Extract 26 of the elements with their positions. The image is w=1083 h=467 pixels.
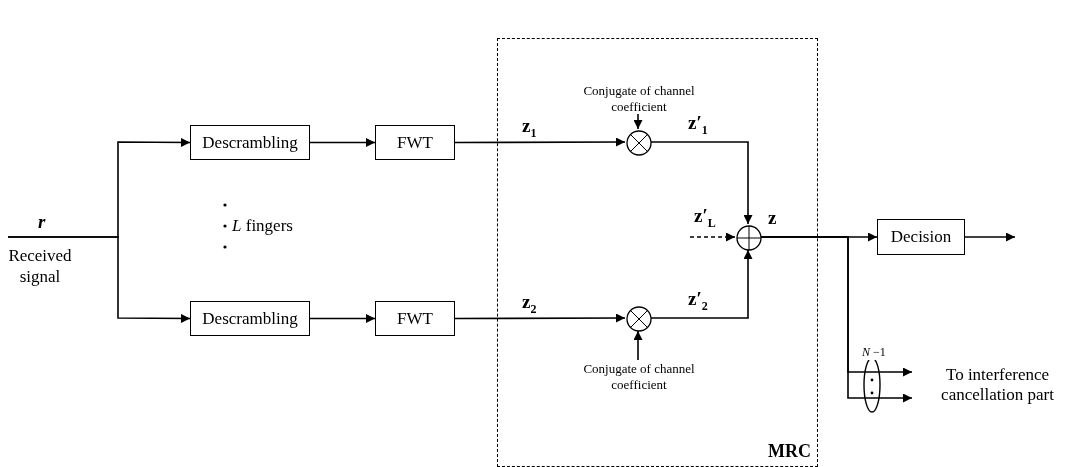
annotation-text: N −1 bbox=[862, 345, 886, 360]
edge-label: z′$_{1}$ bbox=[688, 113, 708, 136]
arrow bbox=[454, 313, 626, 323]
edge-label: z′$_{2}$ bbox=[688, 289, 708, 312]
arrow bbox=[650, 249, 753, 319]
process-box: Decision bbox=[877, 219, 965, 255]
process-box: Descrambling bbox=[190, 125, 310, 160]
annotation-text: Conjugate of channel coefficient bbox=[582, 361, 696, 393]
group-title: MRC bbox=[768, 441, 811, 462]
arrow bbox=[309, 314, 376, 323]
process-box: FWT bbox=[375, 301, 455, 336]
arrow bbox=[454, 137, 626, 147]
arrow bbox=[633, 113, 643, 130]
edge-label: z′$_{L}$ bbox=[694, 206, 716, 229]
arrow bbox=[760, 236, 913, 403]
annotation-text: Received signal bbox=[8, 246, 72, 287]
annotation-text: To interference cancellation part bbox=[940, 364, 1055, 406]
process-box: FWT bbox=[375, 125, 455, 160]
arrow bbox=[964, 232, 1016, 242]
arrow bbox=[7, 236, 191, 323]
arrow bbox=[689, 232, 736, 242]
process-box: Descrambling bbox=[190, 301, 310, 336]
arrow bbox=[309, 138, 376, 147]
arrow bbox=[650, 141, 753, 225]
annotation-text: Conjugate of channel coefficient bbox=[582, 83, 696, 115]
arrow bbox=[633, 330, 643, 361]
